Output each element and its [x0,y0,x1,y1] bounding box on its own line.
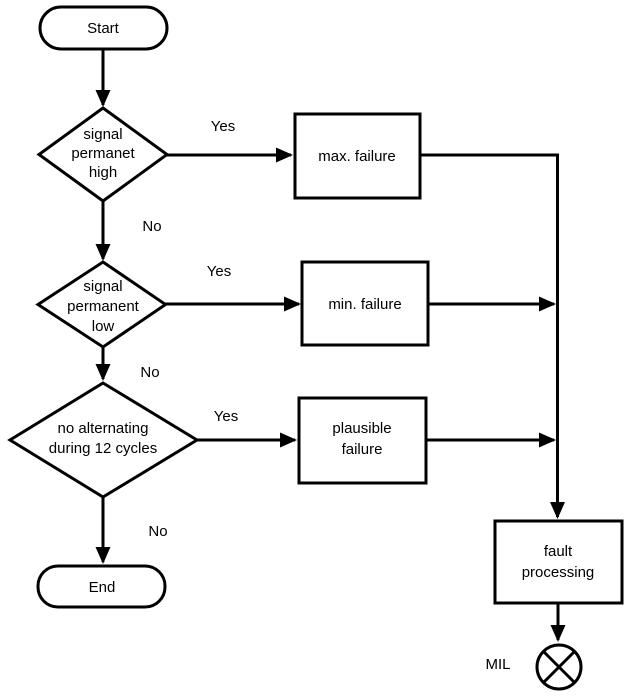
decision-signal-low [35,260,169,349]
edge-label-alternating-yes: Yes [214,408,238,425]
edge-label-low-yes: Yes [207,263,231,280]
decision-signal-high-label-line2: permanet [71,145,135,162]
decision-signal-low-label-line1: signal [83,278,122,295]
process-plausible-failure [297,396,428,485]
end-node [36,564,167,609]
nodes: Start signal permanet high max. failure … [7,5,624,691]
process-max-failure-label: max. failure [318,148,396,165]
decision-signal-high [36,106,170,203]
mil-lamp-cross [542,650,576,684]
decision-no-alternating-label-line2: during 12 cycles [49,440,157,457]
process-min-failure-label: min. failure [328,296,401,313]
edge-label-high-yes: Yes [211,118,235,135]
decision-signal-high-label-line3: high [89,164,117,181]
decision-signal-high-label-line1: signal [83,126,122,143]
edge-label-low-no: No [140,364,159,381]
process-fault-processing [493,519,624,605]
process-fault-processing-label-line2: processing [522,564,595,581]
edges [95,49,566,642]
mil-lamp-icon [535,643,583,691]
process-min-failure [300,260,430,347]
edge-label-high-no: No [142,218,161,235]
process-max-failure [293,112,422,200]
decision-signal-low-label-line2: permanent [67,298,140,315]
process-plausible-failure-label-line2: failure [342,441,383,458]
start-node-label: Start [87,20,120,37]
end-node-label: End [89,579,116,596]
decision-signal-low-label-line3: low [92,318,115,335]
start-node [38,5,169,51]
mil-label: MIL [485,656,510,673]
decision-no-alternating-label-line1: no alternating [58,420,149,437]
edge-labels: Yes No Yes No Yes No [140,118,238,540]
edge-max-failure-to-fault-processing [420,153,565,519]
decision-no-alternating [7,381,200,499]
process-plausible-failure-label-line1: plausible [332,420,391,437]
process-fault-processing-label-line1: fault [544,543,573,560]
edge-label-alternating-no: No [148,523,167,540]
